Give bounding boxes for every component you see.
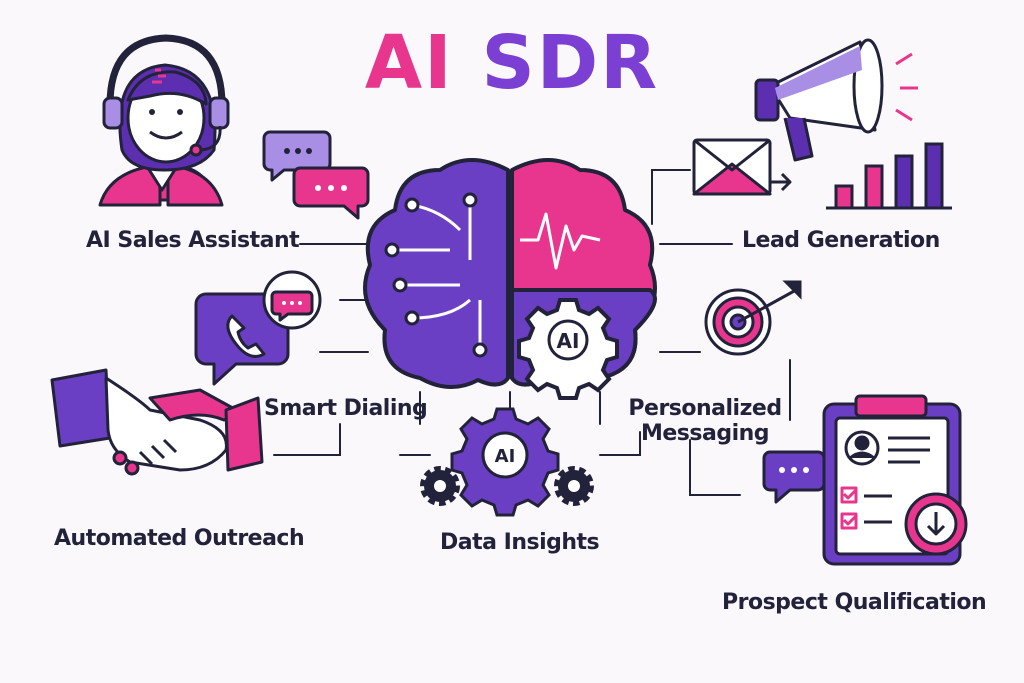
headset-agent-icon bbox=[98, 34, 230, 207]
target-icon bbox=[704, 280, 802, 356]
gears-icon bbox=[450, 407, 560, 517]
connectors bbox=[273, 169, 791, 496]
label-personalized-messaging: Personalized Messaging bbox=[628, 396, 782, 447]
brain-gear-label: AI bbox=[557, 329, 580, 353]
label-lead-generation: Lead Generation bbox=[742, 228, 940, 253]
page-title: AI SDR bbox=[0, 26, 1024, 100]
bar-chart-icon bbox=[826, 142, 952, 210]
small-gear-left-icon bbox=[420, 466, 460, 506]
brain-gear-icon bbox=[517, 298, 619, 400]
small-chat-icon bbox=[762, 450, 826, 504]
title-ai: AI bbox=[364, 20, 454, 106]
chat-bubbles-icon bbox=[262, 130, 370, 220]
clipboard-icon bbox=[822, 394, 968, 566]
label-ai-sales-assistant: AI Sales Assistant bbox=[86, 228, 300, 253]
envelope-icon bbox=[692, 138, 792, 196]
label-data-insights: Data Insights bbox=[440, 530, 600, 555]
megaphone-icon bbox=[754, 38, 918, 162]
phone-chat-icon bbox=[194, 270, 322, 386]
title-sdr: SDR bbox=[481, 20, 660, 106]
label-prospect-qualification: Prospect Qualification bbox=[722, 590, 987, 615]
small-gear-right-icon bbox=[554, 466, 594, 506]
data-gear-label: AI bbox=[495, 446, 516, 467]
handshake-icon bbox=[50, 368, 264, 476]
label-smart-dialing: Smart Dialing bbox=[264, 396, 428, 421]
label-automated-outreach: Automated Outreach bbox=[54, 526, 305, 551]
